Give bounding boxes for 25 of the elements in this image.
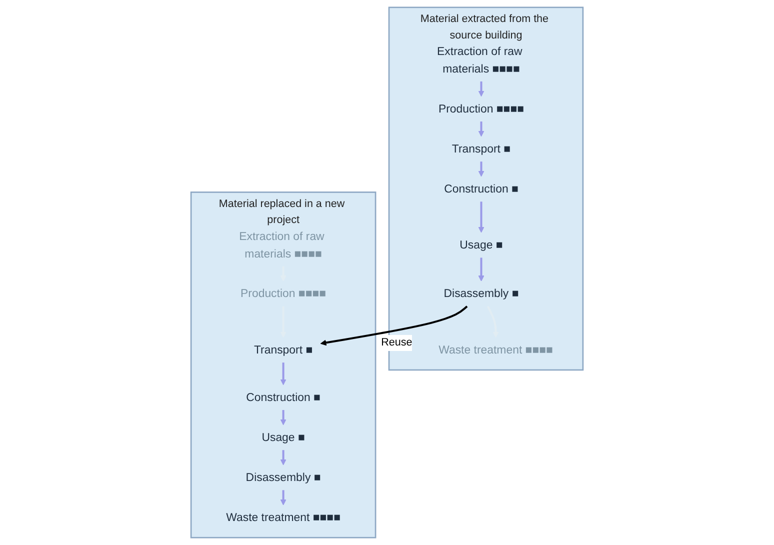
arrow [280,362,286,386]
arrow [478,162,484,177]
arrow [478,81,484,97]
arrow [280,490,286,506]
node-text: Construction ■ [246,390,320,404]
arrow [280,450,286,466]
node-text: Usage ■ [460,238,503,252]
edge-label: Reuse [381,336,412,348]
arrow [320,306,468,346]
node-text: Production ■■■■ [438,102,524,116]
node-text: Usage ■ [262,430,305,444]
node-text: Waste treatment ■■■■ [438,343,553,356]
arrow [478,202,484,233]
node-text: Disassembly ■ [444,287,519,300]
arrow [280,410,286,426]
arrow [478,122,484,137]
node-text: Production ■■■■ [240,287,326,300]
node-text: Waste treatment ■■■■ [226,511,340,524]
arrow [478,258,484,282]
node-text: Transport ■ [452,142,511,156]
node-text: Extraction of raw materials ■■■■ [239,230,324,260]
node-text: Construction ■ [444,182,518,196]
node-text: Transport ■ [254,343,313,356]
node-text: Disassembly ■ [246,470,321,484]
node-text: Extraction of raw materials ■■■■ [437,45,522,76]
